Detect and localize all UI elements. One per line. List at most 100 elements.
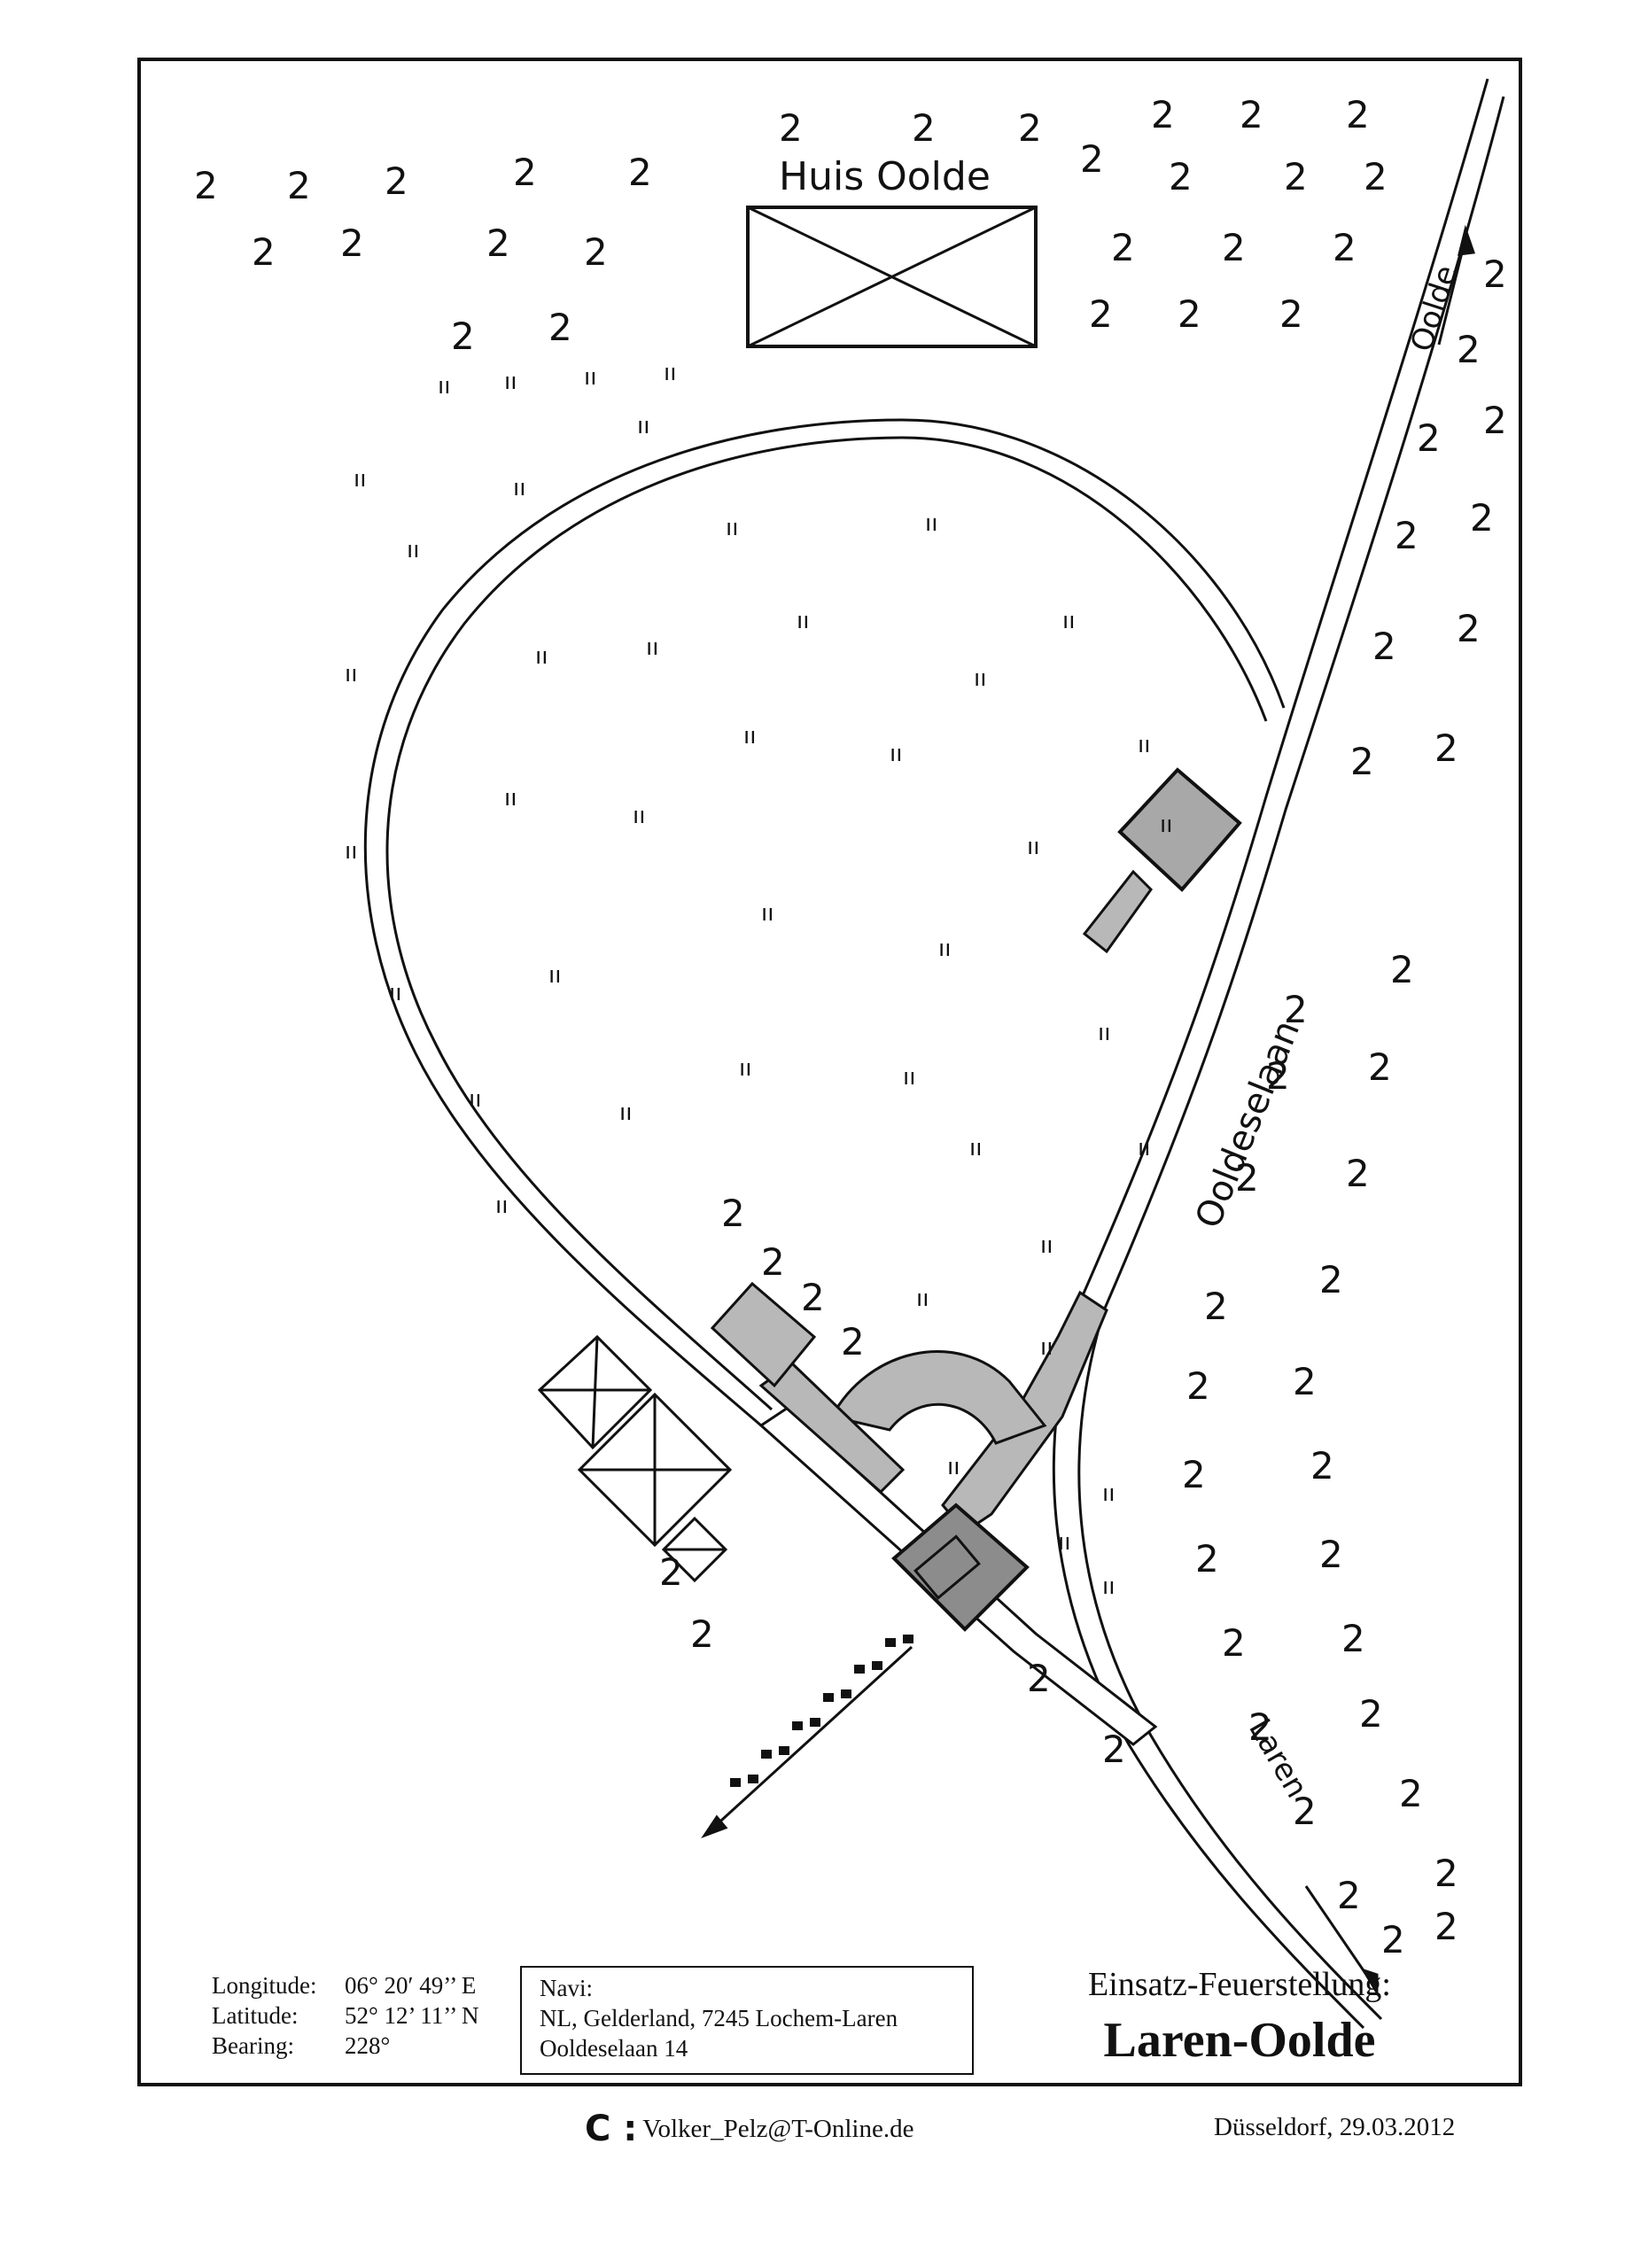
ne-paved-box	[1082, 767, 1242, 954]
tree-symbol: 2	[1182, 1453, 1206, 1496]
grass-mark: ıı	[761, 900, 773, 927]
huis-oolde-building	[746, 206, 1038, 348]
tree-symbol: 2	[1195, 1537, 1219, 1581]
tree-symbol: 2	[1337, 1874, 1361, 1917]
grass-mark: ıı	[633, 803, 645, 829]
grass-mark: ıı	[797, 608, 809, 634]
road-main-label: Ooldeselaan	[1188, 1015, 1309, 1234]
tree-symbol: 2	[1080, 137, 1104, 181]
tree-symbol: 2	[659, 1550, 683, 1594]
mission-name: Laren-Oolde	[1103, 2013, 1376, 2068]
grass-mark: ıı	[504, 785, 517, 812]
grass-mark: ıı	[438, 373, 450, 400]
footer-contact: C : Volker_Pelz@T-Online.de	[585, 2109, 913, 2149]
tree-symbol: 2	[1434, 726, 1458, 770]
tree-symbol: 2	[1395, 514, 1419, 557]
tree-symbol: 2	[1204, 1285, 1228, 1328]
tree-symbol: 2	[1470, 496, 1494, 540]
grass-marks: ıı ıı ıı ıı ıı ıı ıı ıı ıı ıı ıı ıı ıı ı…	[345, 360, 1172, 1600]
grass-mark: ıı	[504, 369, 517, 395]
grass-mark: ıı	[903, 1064, 915, 1091]
tree-symbol: 2	[1434, 1852, 1458, 1895]
tree-symbol: 2	[1333, 226, 1356, 269]
tree-symbol: 2	[1186, 1364, 1210, 1408]
grass-mark: ıı	[969, 1135, 982, 1161]
grass-mark: ıı	[938, 936, 951, 962]
grass-mark: ıı	[1160, 812, 1172, 838]
bearing-value: 228°	[345, 2032, 391, 2059]
tree-symbol: 2	[801, 1276, 825, 1319]
tree-symbol: 2	[1222, 226, 1246, 269]
grass-mark: ıı	[1138, 1135, 1150, 1161]
tree-symbol: 2	[486, 221, 510, 265]
grass-mark: ıı	[407, 537, 419, 563]
bearing-label: Bearing:	[212, 2032, 294, 2059]
latitude-value: 52° 12’ 11’’ N	[345, 2002, 479, 2029]
tree-symbol: 2	[287, 164, 311, 207]
arrow-north	[1437, 224, 1476, 346]
tree-symbol: 2	[1151, 93, 1175, 136]
tree-symbol: 2	[1457, 607, 1481, 650]
tree-symbol: 2	[1434, 1905, 1458, 1948]
grass-mark: ıı	[548, 962, 561, 989]
vehicle-column	[730, 1635, 913, 1787]
grass-mark: ıı	[535, 643, 548, 670]
longitude-value: 06° 20′ 49’’ E	[345, 1972, 477, 1999]
tree-symbol: 2	[1346, 1152, 1370, 1195]
tree-symbol: 2	[513, 151, 537, 194]
tree-symbol: 2	[1457, 328, 1481, 371]
outbuilding-1	[537, 1334, 653, 1450]
grass-mark: ıı	[1040, 1232, 1053, 1259]
tree-symbol: 2	[1350, 740, 1374, 783]
grass-mark: ıı	[389, 980, 401, 1006]
grass-mark: ıı	[619, 1099, 632, 1126]
tree-symbol: 2	[779, 106, 803, 150]
tree-symbol: 2	[1284, 988, 1308, 1031]
footer-email[interactable]: Volker_Pelz@T-Online.de	[642, 2114, 914, 2143]
footer-date: Düsseldorf, 29.03.2012	[1214, 2113, 1456, 2141]
grass-mark: ıı	[925, 510, 937, 537]
tree-symbol: 2	[1235, 1156, 1259, 1200]
grass-mark: ıı	[916, 1285, 929, 1312]
tree-symbol: 2	[1319, 1258, 1343, 1301]
firing-position	[891, 1503, 1030, 1632]
tree-symbol: 2	[1417, 416, 1441, 460]
tree-symbol: 2	[912, 106, 936, 150]
arrow-southwest	[701, 1645, 913, 1839]
grass-mark: ıı	[646, 634, 658, 661]
tree-symbol: 2	[1483, 252, 1507, 296]
grass-mark: ıı	[1138, 732, 1150, 758]
site-map: Huis Oolde	[194, 78, 1507, 2030]
hut	[710, 1281, 817, 1388]
tree-symbol: 2	[1222, 1621, 1246, 1665]
tree-symbol: 2	[340, 221, 364, 265]
latitude-label: Latitude:	[212, 2002, 299, 2029]
tree-symbol: 2	[1169, 155, 1193, 198]
grass-mark: ıı	[469, 1086, 481, 1113]
mission-block: Einsatz-Feuerstellung: Laren-Oolde	[983, 1964, 1496, 2069]
coordinates-block: Longitude: 06° 20′ 49’’ E Latitude: 52° 12…	[212, 1970, 513, 2061]
grass-mark: ıı	[1102, 1480, 1115, 1507]
longitude-label: Longitude:	[212, 1972, 317, 1999]
tree-symbol: 2	[1359, 1692, 1383, 1736]
grass-mark: ıı	[726, 515, 738, 541]
loop-driveway	[363, 418, 1286, 1427]
grass-mark: ıı	[664, 360, 676, 386]
tree-symbol: 2	[1341, 1617, 1365, 1660]
grass-mark: ıı	[345, 661, 357, 687]
grass-mark: ıı	[1098, 1020, 1110, 1046]
tree-symbol: 2	[690, 1612, 714, 1656]
tree-symbol: 2	[1310, 1444, 1334, 1487]
outbuilding-3	[661, 1516, 728, 1583]
tree-symbol: 2	[841, 1320, 865, 1363]
tree-symbol: 2	[1319, 1533, 1343, 1576]
mission-title: Einsatz-Feuerstellung:	[1088, 1966, 1391, 2003]
tree-symbol: 2	[1293, 1360, 1317, 1403]
navi-line1: NL, Gelderland, 7245 Lochem-Laren	[540, 2005, 898, 2031]
tree-symbol: 2	[451, 315, 475, 358]
tree-symbol: 2	[1372, 625, 1396, 668]
grass-mark: ıı	[890, 741, 902, 767]
tree-symbol: 2	[1364, 155, 1388, 198]
grass-mark: ıı	[584, 364, 596, 391]
tree-symbol: 2	[1089, 292, 1113, 336]
